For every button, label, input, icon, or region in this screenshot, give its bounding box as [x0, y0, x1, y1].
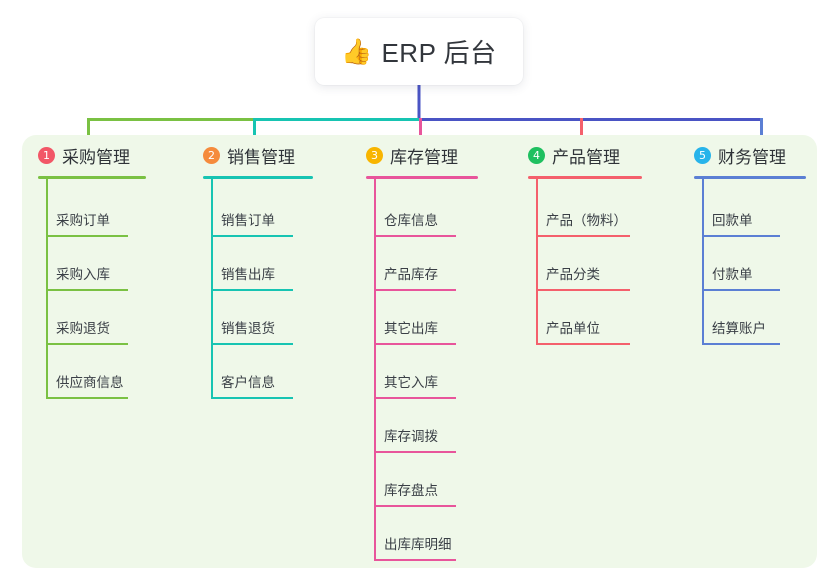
leaf-item-label[interactable]: 回款单 — [712, 213, 753, 228]
branch-header-4[interactable]: 4 产品管理 — [528, 143, 620, 168]
leaf-item-label[interactable]: 其它出库 — [384, 321, 438, 336]
branch-spine — [46, 179, 48, 398]
branch-number-badge: 5 — [694, 147, 711, 164]
thumbs-up-icon: 👍 — [341, 37, 373, 66]
branch-number-badge: 1 — [38, 147, 55, 164]
leaf-item-label[interactable]: 出库库明细 — [384, 537, 452, 552]
leaf-item-underline — [536, 289, 630, 291]
leaf-item-underline — [702, 235, 780, 237]
branch-header-2[interactable]: 2 销售管理 — [203, 143, 295, 168]
leaf-item-underline — [536, 343, 630, 345]
leaf-item-label[interactable]: 库存调拨 — [384, 429, 438, 444]
branch-underline — [528, 176, 642, 179]
leaf-item-label[interactable]: 销售出库 — [221, 267, 275, 282]
branch-drop-line-4 — [580, 118, 583, 149]
branch-title: 销售管理 — [227, 148, 295, 167]
branch-title: 采购管理 — [62, 148, 130, 167]
leaf-item-label[interactable]: 产品分类 — [546, 267, 600, 282]
root-node-label: ERP 后台 — [381, 38, 497, 68]
root-node-content: 👍 ERP 后台 — [341, 33, 496, 70]
branches-panel — [22, 135, 817, 568]
leaf-item-underline — [211, 289, 293, 291]
branch-spine — [374, 179, 376, 560]
leaf-item-label[interactable]: 库存盘点 — [384, 483, 438, 498]
connector-bar-segment-1 — [87, 118, 256, 121]
leaf-item-underline — [374, 289, 456, 291]
branch-underline — [203, 176, 313, 179]
leaf-item-underline — [46, 397, 128, 399]
leaf-item-label[interactable]: 仓库信息 — [384, 213, 438, 228]
branch-drop-line-5 — [760, 118, 763, 149]
branch-underline — [694, 176, 806, 179]
leaf-item-label[interactable]: 产品库存 — [384, 267, 438, 282]
root-node[interactable]: 👍 ERP 后台 — [315, 18, 523, 85]
leaf-item-underline — [374, 397, 456, 399]
branch-drop-line-1 — [87, 118, 90, 149]
branch-drop-line-2 — [253, 118, 256, 149]
branch-header-3[interactable]: 3 库存管理 — [366, 143, 458, 168]
branch-underline — [38, 176, 146, 179]
leaf-item-label[interactable]: 采购入库 — [56, 267, 110, 282]
leaf-item-underline — [374, 559, 456, 561]
leaf-item-label[interactable]: 付款单 — [712, 267, 753, 282]
leaf-item-underline — [211, 397, 293, 399]
leaf-item-underline — [374, 343, 456, 345]
connector-bar-segment-2 — [253, 118, 422, 121]
leaf-item-label[interactable]: 供应商信息 — [56, 375, 124, 390]
branch-number-badge: 3 — [366, 147, 383, 164]
leaf-item-underline — [374, 235, 456, 237]
branch-spine — [536, 179, 538, 344]
leaf-item-underline — [702, 289, 780, 291]
branch-title: 库存管理 — [390, 148, 458, 167]
branch-title: 产品管理 — [552, 148, 620, 167]
leaf-item-underline — [46, 235, 128, 237]
leaf-item-underline — [211, 235, 293, 237]
leaf-item-label[interactable]: 销售退货 — [221, 321, 275, 336]
branch-title: 财务管理 — [718, 148, 786, 167]
leaf-item-underline — [374, 505, 456, 507]
leaf-item-label[interactable]: 采购订单 — [56, 213, 110, 228]
branch-number-badge: 4 — [528, 147, 545, 164]
leaf-item-label[interactable]: 销售订单 — [221, 213, 275, 228]
branch-header-5[interactable]: 5 财务管理 — [694, 143, 786, 168]
connector-bar-segment-3 — [419, 118, 580, 121]
branch-spine — [702, 179, 704, 344]
leaf-item-label[interactable]: 产品（物料） — [546, 213, 627, 228]
leaf-item-underline — [702, 343, 780, 345]
leaf-item-label[interactable]: 其它入库 — [384, 375, 438, 390]
leaf-item-label[interactable]: 采购退货 — [56, 321, 110, 336]
leaf-item-underline — [46, 289, 128, 291]
leaf-item-underline — [211, 343, 293, 345]
leaf-item-underline — [536, 235, 630, 237]
leaf-item-label[interactable]: 结算账户 — [712, 321, 766, 336]
leaf-item-underline — [46, 343, 128, 345]
connector-bar-segment-4 — [580, 118, 763, 121]
branch-drop-line-3 — [419, 118, 422, 149]
leaf-item-label[interactable]: 客户信息 — [221, 375, 275, 390]
branch-underline — [366, 176, 478, 179]
branch-spine — [211, 179, 213, 398]
leaf-item-underline — [374, 451, 456, 453]
root-trunk-line — [417, 85, 421, 121]
branch-number-badge: 2 — [203, 147, 220, 164]
branch-header-1[interactable]: 1 采购管理 — [38, 143, 130, 168]
leaf-item-label[interactable]: 产品单位 — [546, 321, 600, 336]
